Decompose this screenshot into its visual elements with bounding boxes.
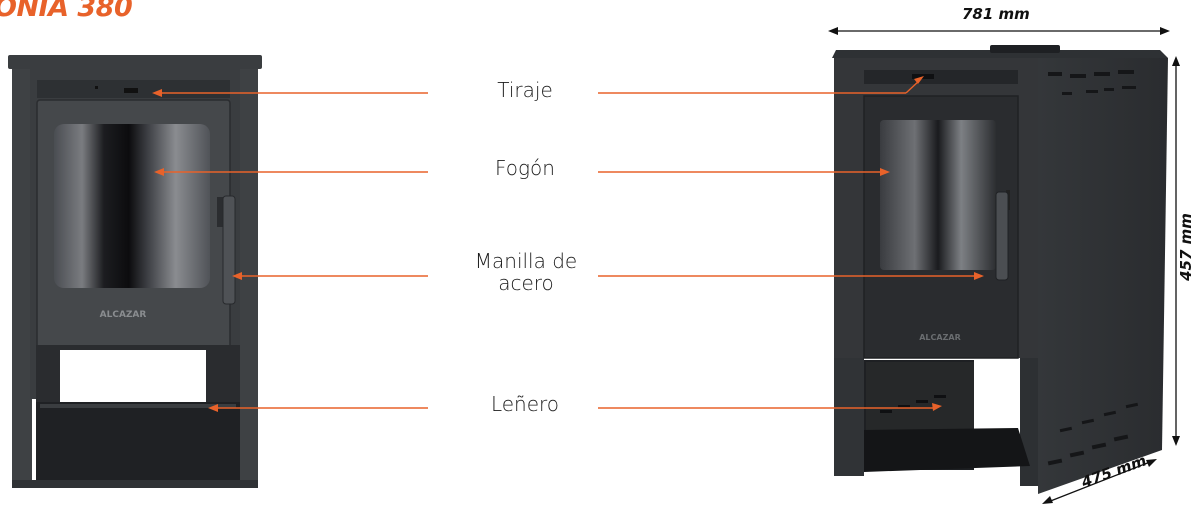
dimension-width: 781 mm (962, 5, 1030, 23)
front-stove: ALCAZAR (8, 55, 262, 488)
label-fogon-text: Fogón (495, 156, 555, 180)
label-tiraje: Tiraje (470, 78, 580, 102)
perspective-brand-plate: ALCAZAR (919, 333, 961, 342)
label-manilla-line2: acero (498, 271, 554, 295)
dimension-height: 457 mm (1176, 213, 1195, 281)
label-tiraje-text: Tiraje (497, 78, 553, 102)
label-lenero: Leñero (460, 392, 590, 416)
product-title: ONIA 380 (0, 0, 133, 23)
perspective-stove: ALCAZAR (832, 45, 1168, 494)
label-manilla: Manilla de acero (446, 250, 606, 294)
label-lenero-text: Leñero (490, 392, 560, 416)
label-fogon: Fogón (460, 156, 590, 180)
label-manilla-line1: Manilla de (474, 249, 578, 273)
front-brand-plate: ALCAZAR (100, 310, 147, 320)
dimension-arrows (828, 27, 1180, 504)
callout-lines (152, 76, 984, 412)
